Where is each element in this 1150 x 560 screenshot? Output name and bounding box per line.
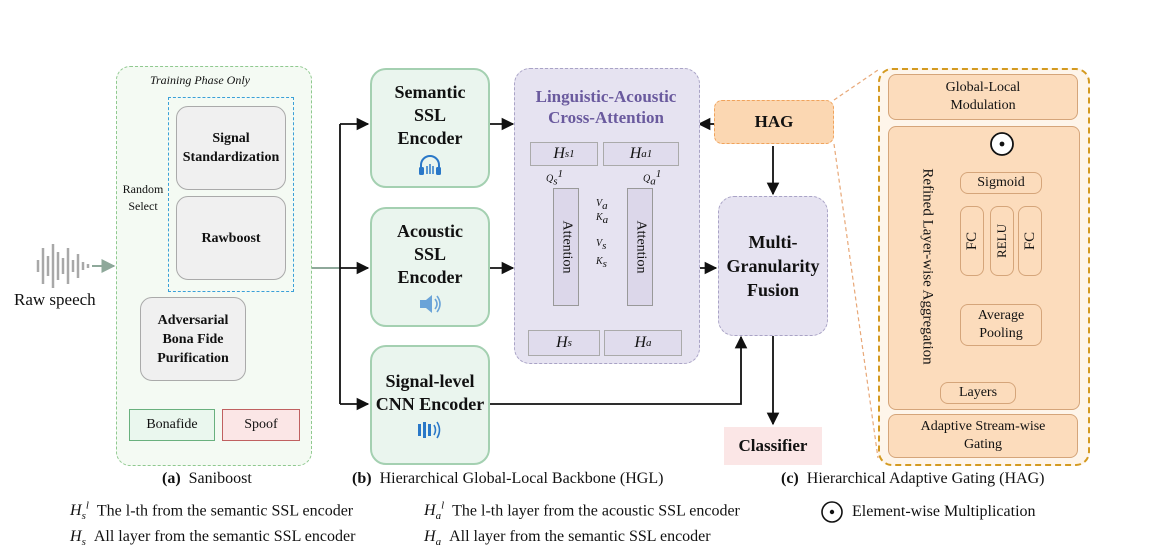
fc-label-2: FC bbox=[1021, 231, 1038, 251]
waveform-icon bbox=[36, 244, 90, 288]
acoustic-encoder-label: Acoustic SSL Encoder bbox=[397, 220, 463, 287]
caption-b-text: Hierarchical Global-Local Backbone (HGL) bbox=[379, 470, 664, 487]
average-pooling-box: Average Pooling bbox=[960, 304, 1042, 346]
headphone-icon bbox=[419, 154, 441, 175]
legend-hs: Hs All layer from the semantic SSL encod… bbox=[70, 528, 356, 549]
hag-box: HAG bbox=[714, 100, 834, 144]
spoof-box: Spoof bbox=[222, 409, 300, 441]
legend-hal: Hal The l-th layer from the acoustic SSL… bbox=[424, 500, 740, 523]
random-select-label: Random Select bbox=[122, 182, 164, 213]
legend-hs-text: All layer from the semantic SSL encoder bbox=[93, 528, 356, 545]
sound-wave-icon bbox=[418, 421, 441, 439]
legend-ha: Ha All layer from the semantic SSL encod… bbox=[424, 528, 711, 549]
legend-ha-text: All layer from the semantic SSL encoder bbox=[449, 528, 711, 545]
legend-multiply-icon bbox=[821, 501, 843, 523]
legend-elem: Element-wise Multiplication bbox=[820, 500, 1036, 524]
signal-cnn-encoder: Signal-level CNN Encoder bbox=[370, 345, 490, 465]
sigmoid-box: Sigmoid bbox=[960, 172, 1042, 194]
caption-b: (b) Hierarchical Global-Local Backbone (… bbox=[352, 470, 663, 488]
qa1-label: Qa1 bbox=[643, 168, 662, 188]
cnn-encoder-label: Signal-level CNN Encoder bbox=[375, 371, 485, 414]
va-label: Va bbox=[596, 198, 608, 212]
element-wise-multiply-icon bbox=[990, 132, 1014, 156]
raw-speech-label: Raw speech bbox=[14, 290, 96, 309]
semantic-ssl-encoder: Semantic SSL Encoder bbox=[370, 68, 490, 188]
legend-hsl-text: The l-th from the semantic SSL encoder bbox=[96, 502, 354, 520]
fc-label-1: FC bbox=[963, 231, 980, 251]
legend-elem-text: Element-wise Multiplication bbox=[852, 503, 1036, 520]
random-select-group bbox=[168, 97, 294, 292]
caption-a-label: (a) bbox=[162, 470, 181, 487]
refined-aggregation-label: Refined Layer-wise Aggregation bbox=[919, 168, 936, 365]
bonafide-box: Bonafide bbox=[129, 409, 215, 441]
relu-box: RELU bbox=[990, 206, 1014, 276]
ks-label: Ks bbox=[596, 256, 607, 270]
attention-acoustic-label: Attention bbox=[633, 220, 649, 274]
rawboost-box: Rawboost bbox=[176, 196, 286, 280]
speaker-icon bbox=[420, 294, 441, 313]
multi-granularity-fusion: Multi-Granularity Fusion bbox=[718, 196, 828, 336]
relu-label: RELU bbox=[994, 224, 1010, 258]
legend-hal-text: The l-th layer from the acoustic SSL enc… bbox=[452, 502, 740, 520]
cross-attention-panel bbox=[514, 68, 700, 364]
attention-acoustic: Attention bbox=[627, 188, 653, 306]
layers-box: Layers bbox=[940, 382, 1016, 404]
refined-aggregation-panel bbox=[888, 126, 1080, 410]
caption-b-label: (b) bbox=[352, 470, 372, 487]
caption-c-label: (c) bbox=[781, 470, 799, 487]
training-phase-label: Training Phase Only bbox=[150, 73, 251, 87]
attention-semantic-label: Attention bbox=[559, 220, 575, 274]
signal-standardization-box: Signal Standardization bbox=[176, 106, 286, 190]
fc-box-2: FC bbox=[1018, 206, 1042, 276]
qs1-label: Qs1 bbox=[546, 168, 564, 188]
caption-a-text: Saniboost bbox=[188, 470, 252, 487]
caption-a: (a) Saniboost bbox=[162, 470, 252, 488]
acoustic-ssl-encoder: Acoustic SSL Encoder bbox=[370, 207, 490, 327]
legend-hsl: Hsl The l-th from the semantic SSL encod… bbox=[70, 500, 354, 523]
vs-label: Vs bbox=[596, 238, 607, 252]
global-local-modulation: Global-Local Modulation bbox=[888, 74, 1078, 120]
adaptive-gating-box: Adaptive Stream-wise Gating bbox=[888, 414, 1078, 458]
caption-c-text: Hierarchical Adaptive Gating (HAG) bbox=[806, 470, 1045, 487]
fc-box-1: FC bbox=[960, 206, 984, 276]
caption-c: (c) Hierarchical Adaptive Gating (HAG) bbox=[781, 470, 1044, 488]
attention-semantic: Attention bbox=[553, 188, 579, 306]
ka-label: Ka bbox=[596, 212, 609, 226]
adversarial-purification-box: Adversarial Bona Fide Purification bbox=[140, 297, 246, 381]
cross-attention-title: Linguistic-Acoustic Cross-Attention bbox=[535, 87, 677, 127]
semantic-encoder-label: Semantic SSL Encoder bbox=[394, 81, 466, 148]
classifier-box: Classifier bbox=[724, 427, 822, 465]
